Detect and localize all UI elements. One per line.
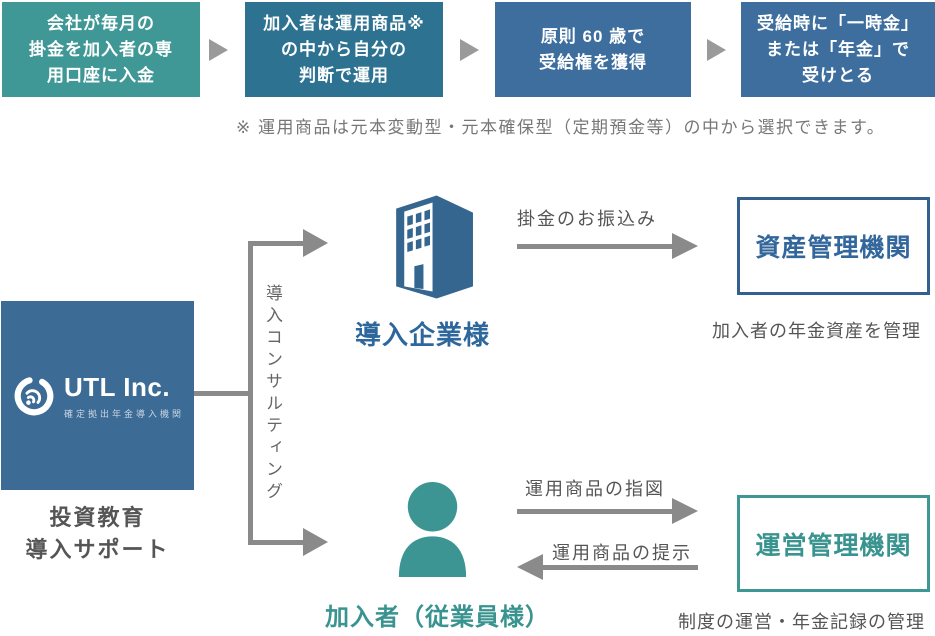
contribution-arrow-shaft [517,244,674,249]
utl-logo-icon [14,376,54,415]
contribution-arrow-head-icon [672,233,698,259]
arrow-head-to-company-icon [303,229,328,257]
flow-step-receive: 受給時に「一時金」 または「年金」で 受けとる [741,2,935,97]
plan-administration-caption: 制度の運営・年金記録の管理 [678,612,925,632]
instruction-arrow-label: 運用商品の指図 [525,479,665,499]
flow-step-entitlement: 原則 60 歳で 受給権を獲得 [495,2,691,97]
utl-logo-title: UTL Inc. [63,371,171,402]
connector-bottom-branch [248,540,305,545]
utl-brand-box: UTL Inc. 確定拠出年金導入機関 [1,301,194,490]
utl-caption: 投資教育 導入サポート [25,505,170,562]
utl-logo-text: UTL Inc. 確定拠出年金導入機関 [64,372,184,420]
person-icon [398,482,467,577]
presentation-arrow-head-icon [517,554,543,580]
connector-brand-horizontal [194,391,251,396]
flow-arrow-icon-2 [460,39,479,61]
instruction-arrow-shaft [517,509,674,514]
contribution-arrow-label: 掛金のお振込み [517,209,657,229]
arrow-head-to-member-icon [303,528,328,556]
utl-logo: UTL Inc. 確定拠出年金導入機関 [11,372,184,420]
flow-step-contribution: 会社が毎月の 掛金を加入者の専 用口座に入金 [2,2,200,97]
presentation-arrow-shaft [543,565,698,570]
plan-administration-box: 運営管理機関 [737,495,930,592]
asset-management-box: 資産管理機関 [737,197,930,295]
flow-arrow-icon-1 [209,39,228,61]
flow-arrow-icon-3 [707,39,726,61]
flow-footnote: ※ 運用商品は元本変動型・元本確保型（定期預金等）の中から選択できます。 [236,118,886,137]
connector-vertical [248,241,253,545]
utl-logo-subtitle: 確定拠出年金導入機関 [63,408,184,419]
company-label: 導入企業様 [354,320,490,350]
consulting-vertical-label: 導入コンサルティング [263,284,282,504]
connector-top-branch [248,241,305,246]
flow-step-investment: 加入者は運用商品※ の中から自分の 判断で運用 [245,2,443,97]
instruction-arrow-head-icon [672,498,698,524]
asset-management-caption: 加入者の年金資産を管理 [712,321,921,341]
presentation-arrow-label: 運用商品の提示 [552,543,692,563]
building-icon [396,195,473,299]
member-label: 加入者（従業員様） [325,604,550,631]
